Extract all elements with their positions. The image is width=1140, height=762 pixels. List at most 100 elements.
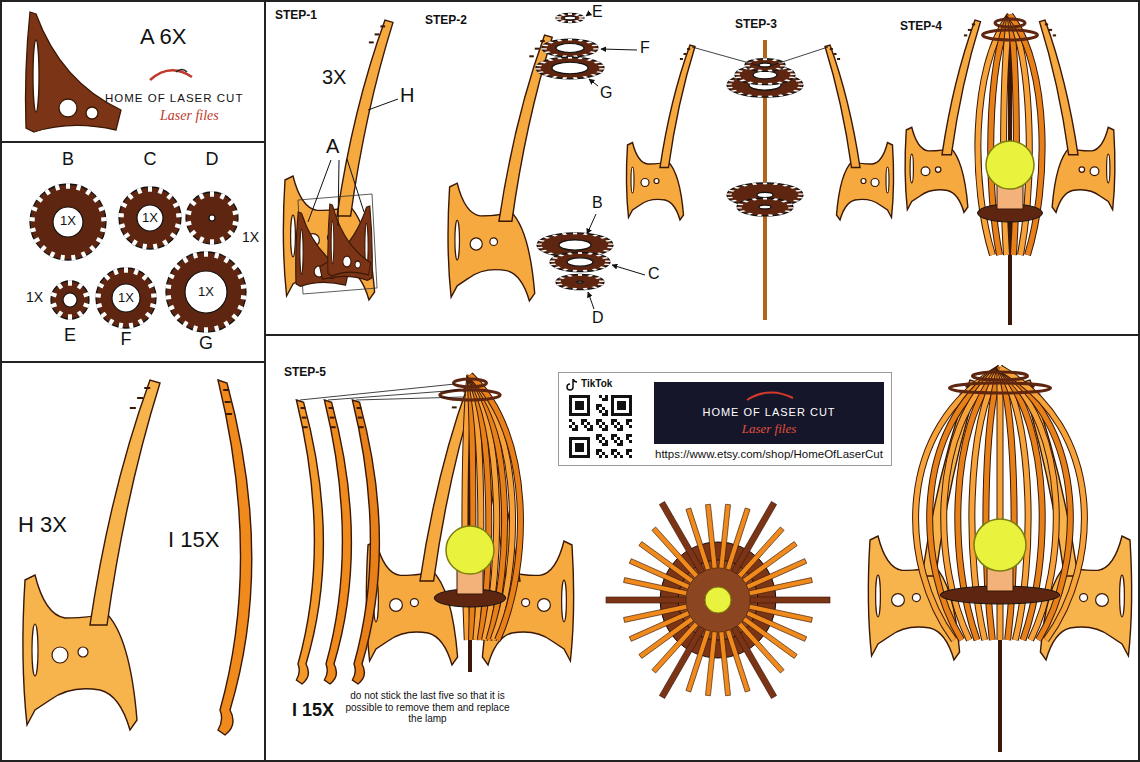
illustration-part xyxy=(605,240,612,242)
illustration-part xyxy=(611,449,614,452)
illustration-part xyxy=(620,440,623,443)
illustration-part xyxy=(790,73,796,74)
illustration-part xyxy=(795,80,802,82)
illustration-part xyxy=(556,14,584,23)
illustration-part xyxy=(218,380,252,735)
illustration-part xyxy=(190,230,197,237)
part-count: 1X xyxy=(142,211,158,225)
illustration-part xyxy=(130,407,136,409)
gear xyxy=(555,13,584,22)
illustration-part xyxy=(581,437,584,440)
illustration-part xyxy=(789,77,795,79)
illustration-part xyxy=(772,59,778,61)
illustration-part xyxy=(108,318,114,325)
illustration-part xyxy=(468,375,472,672)
guide-line xyxy=(328,390,460,400)
illustration-part xyxy=(153,243,158,249)
illustration-part xyxy=(986,141,1034,189)
illustration-part xyxy=(605,428,608,431)
illustration-part xyxy=(608,243,614,244)
illustration-part xyxy=(214,252,219,258)
illustration-part xyxy=(578,443,581,446)
illustration-part xyxy=(113,269,119,276)
h-piece xyxy=(1040,20,1115,213)
box-heading: HOME OF LASER CUT xyxy=(702,406,835,418)
illustration-part xyxy=(538,240,545,242)
illustration-part xyxy=(611,413,614,416)
illustration-part xyxy=(595,277,602,279)
illustration-part xyxy=(232,210,238,215)
illustration-part xyxy=(535,68,541,69)
illustration-part xyxy=(995,19,1025,27)
illustration-part xyxy=(591,286,598,288)
illustration-part xyxy=(123,232,130,239)
illustration-part xyxy=(605,455,608,458)
illustration-part xyxy=(96,268,156,328)
illustration-part xyxy=(204,251,208,257)
illustration-part xyxy=(605,260,611,261)
illustration-part xyxy=(611,419,614,422)
illustration-part xyxy=(614,434,617,437)
illustration-part xyxy=(53,207,83,237)
illustration-part xyxy=(85,189,91,196)
illustration-part xyxy=(763,198,767,200)
illustration-part xyxy=(629,404,632,407)
illustration-part xyxy=(81,251,87,258)
illustration-part xyxy=(582,76,588,78)
logo-swoosh xyxy=(747,392,793,400)
part-count: H 3X xyxy=(18,512,67,537)
step-heading: STEP-5 xyxy=(284,366,326,380)
illustration-part xyxy=(174,264,181,271)
illustration-part xyxy=(581,422,584,425)
illustration-part xyxy=(705,587,731,613)
illustration-part xyxy=(793,200,800,202)
illustration-part xyxy=(210,239,214,245)
illustration-part xyxy=(719,632,731,696)
illustration-part xyxy=(355,261,360,268)
illustration-part xyxy=(538,599,551,612)
illustration-part xyxy=(773,198,779,200)
illustration-part xyxy=(629,419,632,422)
illustration-part xyxy=(569,410,572,413)
illustration-part xyxy=(597,284,604,286)
illustration-part xyxy=(33,40,39,112)
illustration-part xyxy=(148,186,152,192)
part-letter: F xyxy=(121,330,132,350)
illustration-part xyxy=(604,264,610,266)
illustration-part xyxy=(629,407,632,410)
illustration-part xyxy=(168,305,175,311)
illustration-part xyxy=(611,437,614,440)
gear-flat xyxy=(744,58,786,71)
illustration-part xyxy=(581,443,584,446)
illustration-part xyxy=(573,77,578,79)
illustration-part xyxy=(617,428,620,431)
illustration-part xyxy=(587,446,590,449)
illustration-part xyxy=(223,321,229,328)
illustration-part xyxy=(788,207,794,208)
illustration-part xyxy=(57,310,63,317)
illustration-part xyxy=(578,57,584,59)
illustration-part xyxy=(540,61,547,63)
illustration-part xyxy=(606,597,686,603)
illustration-part xyxy=(773,183,778,185)
step-heading: STEP-1 xyxy=(275,9,317,23)
illustration-part xyxy=(575,413,578,416)
illustration-part xyxy=(448,183,535,301)
illustration-part xyxy=(568,21,572,23)
illustration-part xyxy=(605,440,608,443)
illustration-part xyxy=(974,519,1026,571)
illustration-part xyxy=(587,440,590,443)
illustration-part xyxy=(614,425,617,428)
illustration-part xyxy=(359,426,364,428)
illustration-part xyxy=(626,395,629,398)
illustration-part xyxy=(617,404,620,407)
illustration-part xyxy=(40,245,47,252)
illustration-part xyxy=(572,437,575,440)
illustration-part xyxy=(569,413,572,416)
illustration-part xyxy=(599,404,602,407)
illustration-part xyxy=(193,252,198,258)
illustration-part xyxy=(550,252,610,271)
illustration-part xyxy=(569,419,572,422)
illustration-part xyxy=(586,59,593,61)
illustration-part xyxy=(214,325,219,331)
